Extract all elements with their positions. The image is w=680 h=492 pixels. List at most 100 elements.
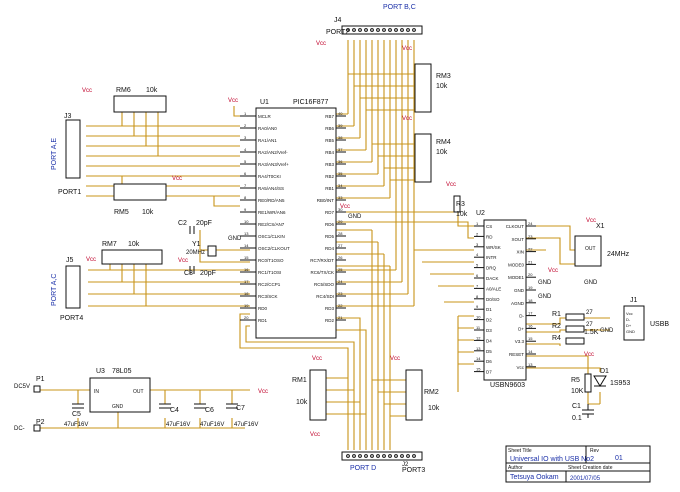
svg-text:10k: 10k xyxy=(296,399,308,406)
svg-text:01: 01 xyxy=(615,455,623,462)
pin-name: RD2 xyxy=(325,318,334,323)
pin-number: 1 xyxy=(476,221,479,226)
u3-regulator: U3 78L05 IN OUT GND xyxy=(89,368,151,413)
pin-name: RA0/AN0 xyxy=(258,126,277,131)
pin-name: RC5/SDO xyxy=(314,282,335,287)
pin-name: RD1 xyxy=(258,318,267,323)
j3-label: PORT A,E xyxy=(51,138,58,170)
pin-number: 18 xyxy=(528,298,533,303)
svg-text:GND: GND xyxy=(348,214,362,220)
pin-name: RD4 xyxy=(325,246,334,251)
svg-text:C2: C2 xyxy=(178,220,187,227)
header-pin xyxy=(346,28,350,32)
pin-number: 36 xyxy=(338,159,343,164)
pin-name: RB5 xyxy=(325,138,334,143)
svg-text:GND: GND xyxy=(228,236,242,242)
svg-text:27: 27 xyxy=(586,322,593,328)
u1-ref: U1 xyxy=(260,99,269,106)
pin-name: AGND xyxy=(511,301,525,306)
j1-usb: J1 USBB Vcc D- D+ GND xyxy=(623,297,669,341)
svg-text:J5: J5 xyxy=(66,257,74,264)
pin-number: 9 xyxy=(244,207,247,212)
pin-number: 16 xyxy=(244,267,249,272)
pin-name: MODE1 xyxy=(508,275,525,280)
j2-connector: PORT D J2 PORT3 xyxy=(341,451,425,474)
u3-ref: U3 xyxy=(96,368,105,375)
pin-name: D4 xyxy=(486,338,492,343)
svg-text:X1: X1 xyxy=(596,223,605,230)
pin-name: XIN xyxy=(516,250,524,255)
pin-number: 10 xyxy=(476,315,481,320)
x1-oscillator: X1 24MHz OUT xyxy=(574,223,630,267)
j3-connector: J3 PORT A,E PORT1 xyxy=(51,113,81,196)
pin-number: 6 xyxy=(476,273,479,278)
pin-number: 11 xyxy=(476,325,481,330)
pin-number: 1 xyxy=(244,111,247,116)
svg-text:20pF: 20pF xyxy=(196,220,212,227)
svg-text:2001/07/05: 2001/07/05 xyxy=(570,476,601,482)
pin-name: RD xyxy=(486,234,493,239)
pin-number: 23 xyxy=(338,291,343,296)
svg-text:0.1: 0.1 xyxy=(572,415,582,422)
svg-text:GND: GND xyxy=(584,280,598,286)
pin-number: 13 xyxy=(244,231,249,236)
pin-number: 35 xyxy=(338,171,343,176)
header-pin xyxy=(388,454,392,458)
pin-name: RA2/AN2/Vref- xyxy=(258,150,288,155)
pin-name: RC7/RX/DT xyxy=(310,258,334,263)
pin-number: 16 xyxy=(528,323,533,328)
svg-text:10k: 10k xyxy=(456,211,468,218)
svg-text:PORT3: PORT3 xyxy=(402,467,425,474)
header-pin xyxy=(352,454,356,458)
svg-text:24MHz: 24MHz xyxy=(607,251,630,258)
svg-text:GND: GND xyxy=(538,280,552,286)
pin-name: RB0/INT xyxy=(317,198,335,203)
resistor-arrays: RM3 10k RM4 10k RM6 10k RM5 10k RM7 10k … xyxy=(101,63,451,421)
pin-number: 24 xyxy=(338,279,343,284)
pin-name: XOUT xyxy=(511,237,524,242)
pin-name: A0/ALE xyxy=(486,286,501,291)
svg-text:Vcc: Vcc xyxy=(626,311,633,316)
svg-text:Vcc: Vcc xyxy=(172,176,182,182)
pin-name: RE0/RD/AN5 xyxy=(258,198,285,203)
pin-name: MCLR xyxy=(258,114,272,119)
power-labels: Vcc Vcc Vcc Vcc Vcc Vcc Vcc Vcc Vcc Vcc … xyxy=(82,41,614,438)
u3-part: 78L05 xyxy=(112,368,132,375)
pin-name: D3 xyxy=(486,328,492,333)
svg-text:D-: D- xyxy=(626,317,631,322)
svg-text:DC-: DC- xyxy=(14,426,25,432)
pin-number: 2 xyxy=(244,123,247,128)
svg-text:C1: C1 xyxy=(572,403,581,410)
svg-text:RM5: RM5 xyxy=(114,209,129,216)
wires xyxy=(40,40,610,450)
pin-number: 21 xyxy=(338,315,343,320)
svg-text:Y1: Y1 xyxy=(192,241,201,248)
svg-text:Author: Author xyxy=(508,465,523,471)
pin-number: 24 xyxy=(528,221,533,226)
header-pin xyxy=(406,28,410,32)
svg-text:Vcc: Vcc xyxy=(86,257,96,263)
pin-number: 37 xyxy=(338,147,343,152)
pin-name: RE2/CS/AN7 xyxy=(258,222,285,227)
svg-text:Vcc: Vcc xyxy=(586,218,596,224)
svg-text:Vcc: Vcc xyxy=(340,204,350,210)
pin-name: DRQ xyxy=(486,266,496,271)
pin-number: 20 xyxy=(244,315,249,320)
pin-number: 39 xyxy=(338,123,343,128)
pin-number: 8 xyxy=(244,195,247,200)
header-pin xyxy=(412,28,416,32)
u2-ref: U2 xyxy=(476,210,485,217)
svg-text:RM7: RM7 xyxy=(102,241,117,248)
pin-name: RA5/AN4/SS xyxy=(258,186,284,191)
svg-text:Rev: Rev xyxy=(590,448,599,454)
pin-name: V3.3 xyxy=(515,339,525,344)
j4-label: PORT B,C xyxy=(383,4,416,11)
svg-text:10K: 10K xyxy=(571,388,584,395)
j5-connector: J5 PORT A,C PORT4 xyxy=(51,257,83,322)
j2-label: PORT D xyxy=(350,465,376,472)
header-pin xyxy=(352,28,356,32)
pin-number: 5 xyxy=(244,159,247,164)
pin-number: 21 xyxy=(528,259,533,264)
svg-text:GND: GND xyxy=(538,294,552,300)
pin-number: 13 xyxy=(528,362,533,367)
